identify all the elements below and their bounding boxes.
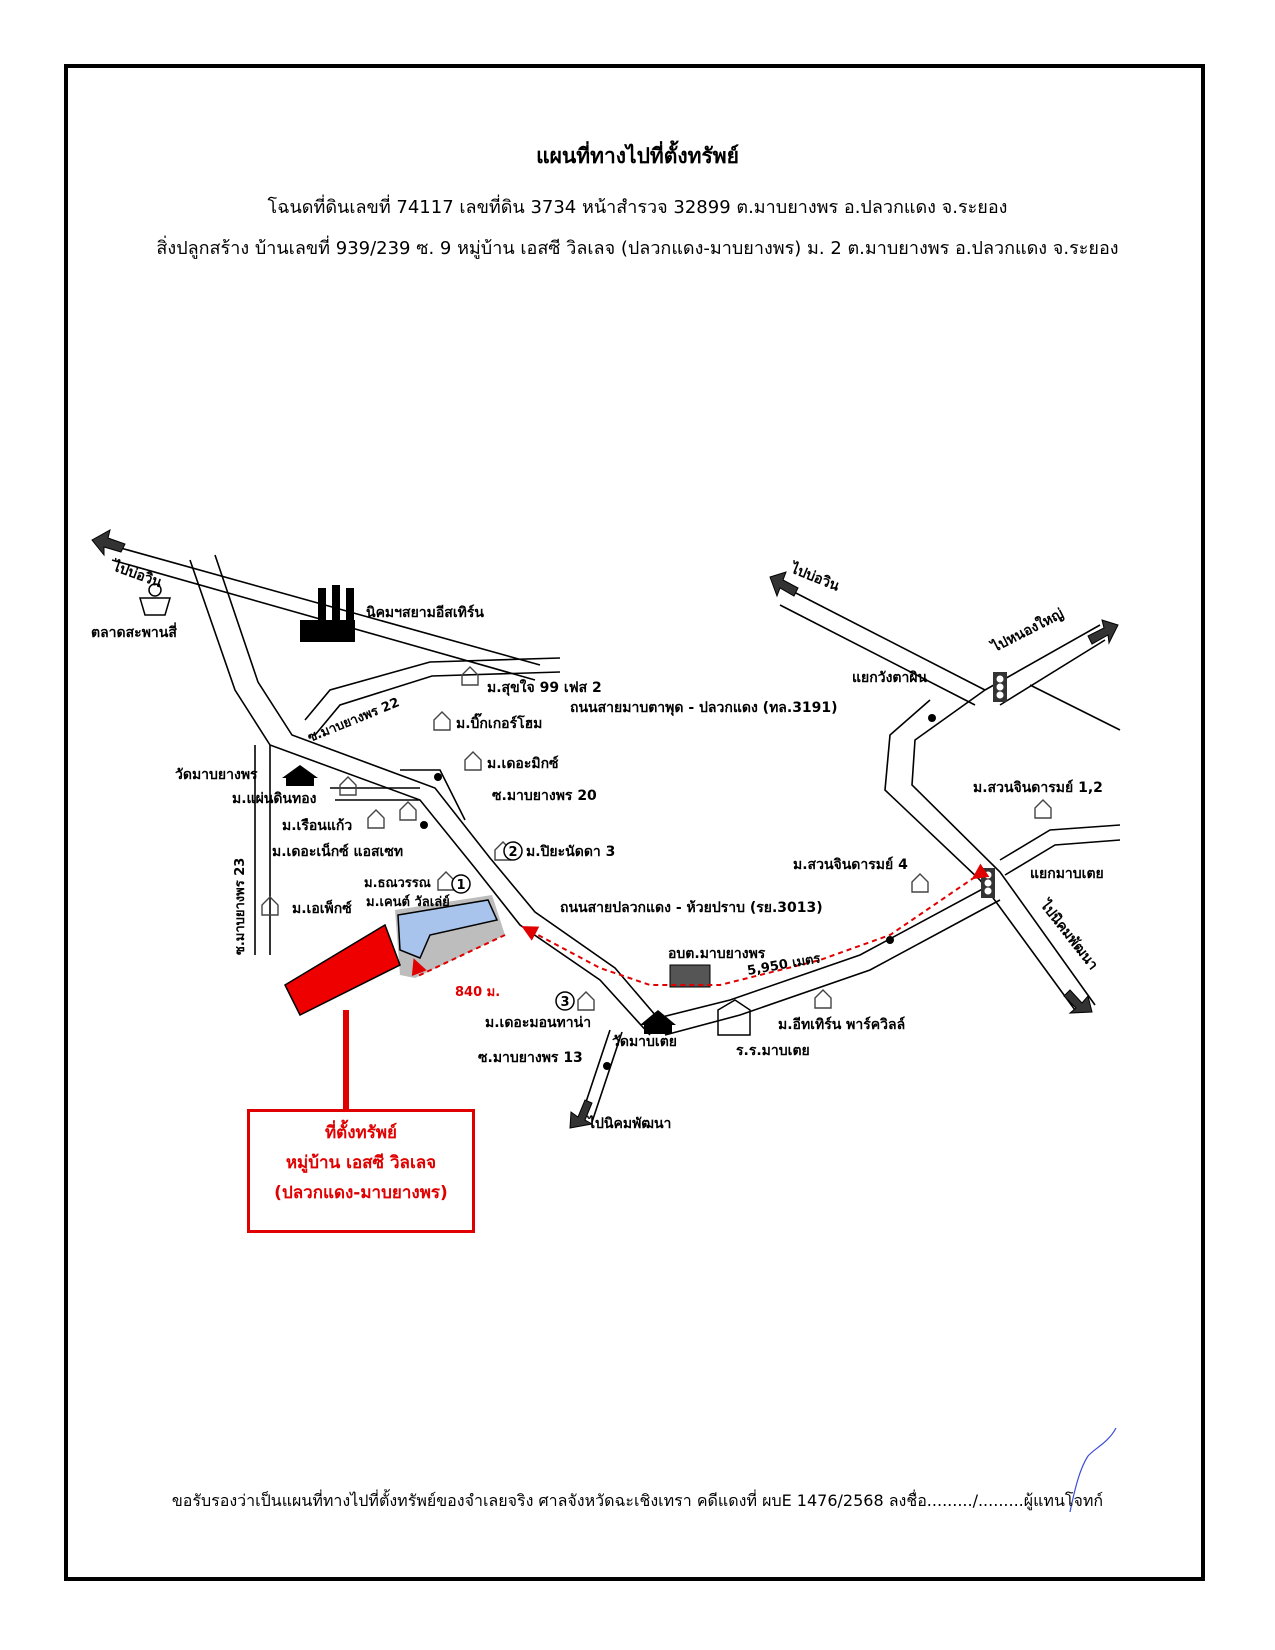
house-icon [433, 711, 451, 731]
label-junction-mabtoei: แยกมาบเตย [1030, 866, 1104, 882]
house-icon [911, 873, 929, 893]
house-icon [399, 801, 417, 821]
label-eastern-parkville: ม.อีทเทิร์น พาร์ควิลล์ [778, 1016, 905, 1033]
label-rueankaew: ม.เรือนแก้ว [282, 818, 352, 834]
label-school: ร.ร.มาบเตย [736, 1043, 810, 1059]
property-label-line1: ที่ตั้งทรัพย์ [324, 1123, 398, 1143]
deed-info: โฉนดที่ดินเลขที่ 74117 เลขที่ดิน 3734 หน… [267, 197, 1008, 218]
svg-text:1: 1 [456, 878, 465, 893]
label-industrial-estate: นิคมฯสยามอีสเทิร์น [366, 604, 484, 621]
house-icon [1034, 799, 1052, 819]
label-road-3191: ถนนสายมาบตาพุด - ปลวกแดง (ทล.3191) [570, 700, 838, 716]
road-bowin-right [789, 589, 986, 691]
label-themonthana: ม.เดอะมอนทาน่า [485, 1015, 591, 1031]
road-bowin-right-b [779, 604, 976, 706]
house-icon [814, 989, 832, 1009]
label-soi13: ซ.มาบยางพร 13 [478, 1050, 583, 1066]
label-thenext: ม.เดอะเน็กซ์ แอสเซท [272, 842, 403, 860]
arrow-icon-bowin-left [91, 529, 126, 557]
label-themix: ม.เดอะมิกซ์ [487, 755, 559, 772]
road-east-1 [1029, 684, 1121, 731]
village-block [397, 899, 499, 959]
road-jindarom [999, 824, 1121, 861]
page-frame [64, 64, 1205, 1581]
house-icon [261, 896, 279, 916]
temple-icon-mabyangphon [282, 765, 318, 786]
building-icon-sao [669, 964, 711, 988]
label-sao: อบต.มาบยางพร [668, 946, 766, 962]
label-market: ตลาดสะพานสี่ [91, 622, 177, 641]
label-wat-mabyangphon: วัดมาบยางพร [175, 767, 258, 783]
property-parcel [284, 923, 401, 1017]
label-thanawan: ม.ธณวรรณ [364, 876, 431, 891]
label-to-nongyai: ไปหนองใหญ่ [987, 604, 1066, 656]
direction-arrows [91, 529, 1119, 1129]
label-kent: ม.เคนต์ วัลเล่ย์ [366, 894, 450, 910]
house-icon [464, 751, 482, 771]
label-sukjai: ม.สุขใจ 99 เฟส 2 [487, 678, 602, 696]
label-suanjindarom12: ม.สวนจินดารมย์ 1,2 [973, 779, 1103, 796]
house-icon [367, 809, 385, 829]
road-soi13-b [591, 1031, 623, 1123]
label-biggerhome: ม.บิ๊กเกอร์โฮม [456, 712, 542, 732]
arrow-icon-nikhom-right [1063, 989, 1093, 1014]
label-phaendinthong: ม.แผ่นดินทอง [232, 791, 317, 807]
road-soi-c [400, 769, 466, 821]
label-junction-wangtaphin: แยกวังตาผิน [852, 670, 928, 686]
signature-mark [1069, 1427, 1117, 1513]
temple-icon-mabtoei [640, 1010, 676, 1034]
label-to-nikhom-right: ไปนิคมพัฒนา [1036, 895, 1103, 973]
house-icon [437, 871, 455, 891]
route-soi [411, 934, 506, 977]
road-soi22-b [314, 671, 561, 736]
label-to-nikhom-bottom: ไปนิคมพัฒนา [586, 1114, 671, 1132]
label-distance-soi: 840 ม. [455, 985, 500, 1000]
factory-icon [300, 585, 355, 642]
label-to-bowin-left: ไปบ่อวิน [109, 556, 165, 591]
label-suanjindarom4: ม.สวนจินดารมย์ 4 [793, 856, 908, 873]
label-soi23: ซ.มาบยางพร 23 [233, 858, 248, 955]
label-road-3013: ถนนสายปลวกแดง - ห้วยปราบ (รย.3013) [560, 900, 823, 916]
arrow-icon-nongyai [1087, 619, 1119, 645]
marker-3: 3 [555, 991, 575, 1011]
property-label-box: ที่ตั้งทรัพย์ หมู่บ้าน เอสซี วิลเลจ (ปลว… [247, 1109, 475, 1233]
svg-text:2: 2 [508, 845, 517, 860]
page-title: แผนที่ทางไปที่ตั้งทรัพย์ [536, 144, 739, 168]
market-icon [138, 583, 172, 616]
marker-2: 2 [503, 841, 523, 861]
property-label-line3: (ปลวกแดง-มาบยางพร) [274, 1183, 448, 1203]
certification-statement: ขอรับรองว่าเป็นแผนที่ทางไปที่ตั้งทรัพย์ข… [171, 1491, 1104, 1510]
arrow-icon-nikhom-bottom [569, 1099, 594, 1129]
label-piyanatda: ม.ปิยะนัดดา 3 [526, 844, 615, 860]
house-icon [577, 991, 595, 1011]
house-icon [339, 776, 357, 796]
building-info: สิ่งปลูกสร้าง บ้านเลขที่ 939/239 ซ. 9 หม… [156, 238, 1119, 259]
house-icon [461, 666, 479, 686]
property-pointer [343, 1010, 349, 1110]
property-label-line2: หมู่บ้าน เอสซี วิลเลจ [285, 1153, 437, 1173]
arrow-icon-bowin-right [769, 571, 799, 598]
traffic-light-icon-wangtaphin [993, 672, 1007, 702]
traffic-light-icon-mabtoei [981, 868, 995, 898]
school-icon [717, 999, 751, 1036]
road-3013-bot [664, 899, 1001, 1036]
svg-text:3: 3 [560, 995, 569, 1010]
road-jindarom-b [1004, 839, 1121, 876]
label-soi20: ซ.มาบยางพร 20 [492, 788, 597, 804]
marker-1: 1 [451, 874, 471, 894]
road-3191-left [884, 699, 1076, 1011]
road-main-outer [189, 559, 651, 1036]
road-nongyai-b [999, 639, 1106, 706]
label-wat-mabtoei: วัดมาบเตย [612, 1034, 677, 1050]
road-main-inner [214, 554, 669, 1031]
road-3191-right [911, 689, 1096, 1006]
route-main [521, 863, 990, 986]
label-aphex: ม.เอเพ็กซ์ [292, 899, 352, 917]
road-soi22 [304, 657, 561, 721]
